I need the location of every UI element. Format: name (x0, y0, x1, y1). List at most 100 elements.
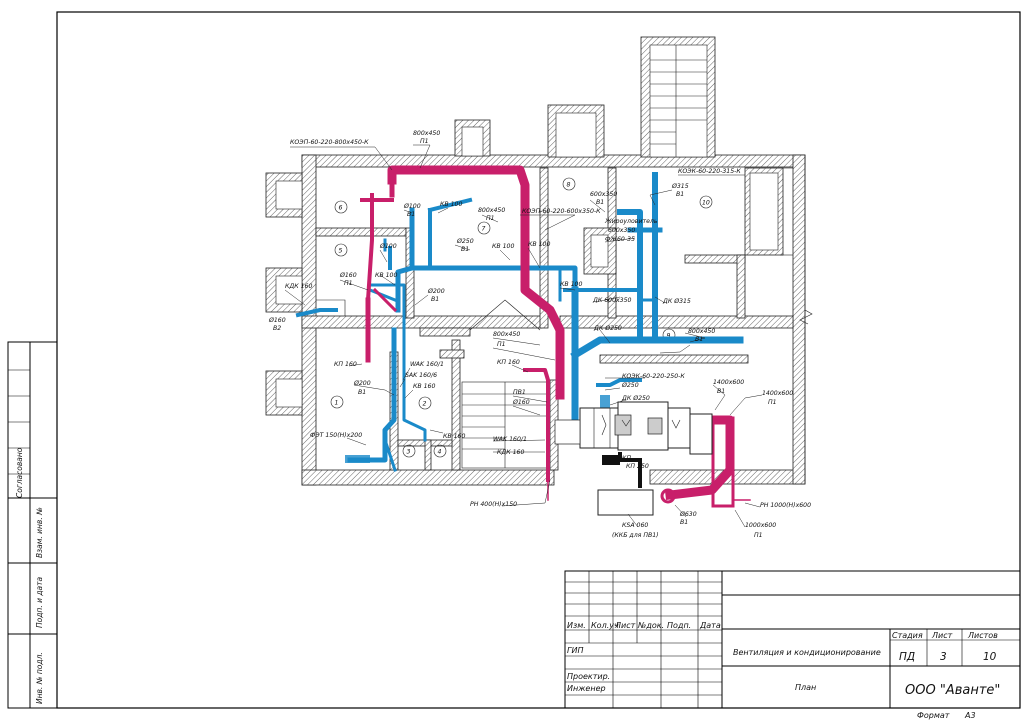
label: 800х450 (478, 207, 505, 214)
label: 800х450 (493, 331, 520, 338)
tb-col-data: Дата (699, 621, 721, 630)
room-number: 5 (339, 248, 343, 255)
label: КОЭП-60-220-600х350-К (522, 208, 601, 215)
label: П1 (497, 341, 506, 348)
label: КП (622, 455, 631, 462)
label: КВ 100 (560, 281, 582, 288)
label: КДК 160 (497, 449, 524, 456)
tb-col-izm: Изм. (567, 621, 586, 630)
label: Ø100 (379, 242, 397, 250)
label: В1 (676, 191, 684, 198)
label: П1 (420, 138, 429, 145)
label: РН 1000(H)х600 (760, 502, 811, 509)
label: КП 160 (334, 361, 357, 368)
tb-format-value: А3 (964, 711, 976, 720)
label: П1 (344, 280, 353, 287)
label: Ø315 (671, 182, 689, 190)
room-number: 2 (423, 401, 427, 408)
tb-lists: 10 (983, 651, 997, 663)
label: Ø100 (403, 202, 421, 210)
stamp-agreed: Согласовано (15, 447, 24, 498)
room-number: 4 (438, 449, 442, 456)
label: WAK 160/1 (493, 436, 527, 443)
label: В1 (680, 519, 688, 526)
label: В1 (596, 199, 604, 206)
label: В1 (461, 246, 469, 253)
tb-row-gip: ГИП (567, 646, 583, 655)
label: ДК Ø315 (662, 297, 691, 305)
label: КВ 160 (413, 383, 435, 390)
leader-lines (284, 144, 763, 528)
label: 600х350 (608, 227, 635, 234)
label: (ККБ для ПВ1) (612, 532, 659, 539)
label: ФЖ60-35 (605, 236, 635, 243)
room-number: 3 (407, 449, 411, 456)
tb-col-ndok: №док. (637, 621, 664, 630)
label: Ø200 (427, 287, 445, 295)
duct-labels: КОЭП-60-220-800х450-К 800х450 П1 КОЭК-60… (268, 130, 811, 539)
tb-row-inzh: Инженер (567, 684, 606, 693)
label: Ø160 (339, 271, 357, 279)
room-number: 6 (339, 205, 343, 212)
room-number: 1 (335, 400, 339, 407)
tb-list-header: Лист (931, 631, 953, 640)
label: В1 (407, 211, 415, 218)
label: 800х450 (688, 328, 715, 335)
outer-frame (56, 11, 1021, 709)
tb-col-list: Лист (614, 621, 636, 630)
air-handling-unit (554, 401, 713, 516)
label: РН 400(H)х150 (470, 501, 517, 508)
tb-format-label: Формат (917, 711, 950, 720)
label: КОЭК-60-220-250-К (622, 373, 685, 380)
label: П1 (768, 399, 777, 406)
label: КВ 100 (375, 272, 397, 279)
label: КВ 100 (528, 241, 550, 248)
label: П1 (486, 215, 495, 222)
label: 600х350 (590, 191, 617, 198)
supply-ducts-red (360, 165, 751, 508)
label: 1400х600 (762, 390, 793, 397)
tb-col-podp: Подп. (667, 621, 691, 630)
room-number: 9 (667, 333, 671, 340)
label: КВ 160 (443, 433, 465, 440)
label: В1 (431, 296, 439, 303)
tb-stage-header: Стадия (892, 631, 923, 640)
label: Ø160 (512, 398, 530, 406)
tb-row-proekt: Проектир. (567, 672, 610, 681)
label: Ø200 (353, 379, 371, 387)
label: WAK 160/1 (410, 361, 444, 368)
label: Ø250 (621, 381, 639, 389)
stamp-sign-date: Подп. и дата (35, 577, 44, 628)
label: ПВ1 (513, 389, 526, 396)
label: КВ 100 (492, 243, 514, 250)
label: В1 (358, 389, 366, 396)
label: КВ 100 (440, 201, 462, 208)
label: В1 (695, 336, 703, 343)
label: КДК 160 (285, 283, 312, 290)
label: В1 (717, 388, 725, 395)
tb-list: 3 (940, 651, 947, 663)
label: КП 250 (626, 463, 649, 470)
label: Ø630 (679, 510, 697, 518)
label: ДК Ø250 (621, 394, 650, 402)
label: КОЭК-60-220-315-К (678, 168, 741, 175)
tb-lists-header: Листов (967, 631, 998, 640)
room-number: 8 (567, 182, 571, 189)
label: 1000х600 (745, 522, 776, 529)
label: Ø250 (456, 237, 474, 245)
stamp-inv-zam: Взам. инв. № (35, 507, 44, 558)
label: 800х450 (413, 130, 440, 137)
tb-sheet-name: План (795, 683, 816, 692)
label: КSA 060 (622, 522, 648, 529)
label: 1400х600 (713, 379, 744, 386)
label: SAK 160/6 (405, 372, 437, 379)
room-markers: 6 5 1 2 3 4 7 8 9 10 (330, 177, 713, 458)
label: ФЭТ 150(H)х200 (310, 432, 362, 439)
label: П1 (754, 532, 763, 539)
label: ДК Ø250 (593, 324, 622, 332)
label: Ø160 (268, 316, 286, 324)
title-block: Изм. Кол.уч Лист №док. Подп. Дата ГИП Пр… (564, 570, 1021, 720)
tb-company: ООО "Аванте" (905, 683, 1000, 698)
